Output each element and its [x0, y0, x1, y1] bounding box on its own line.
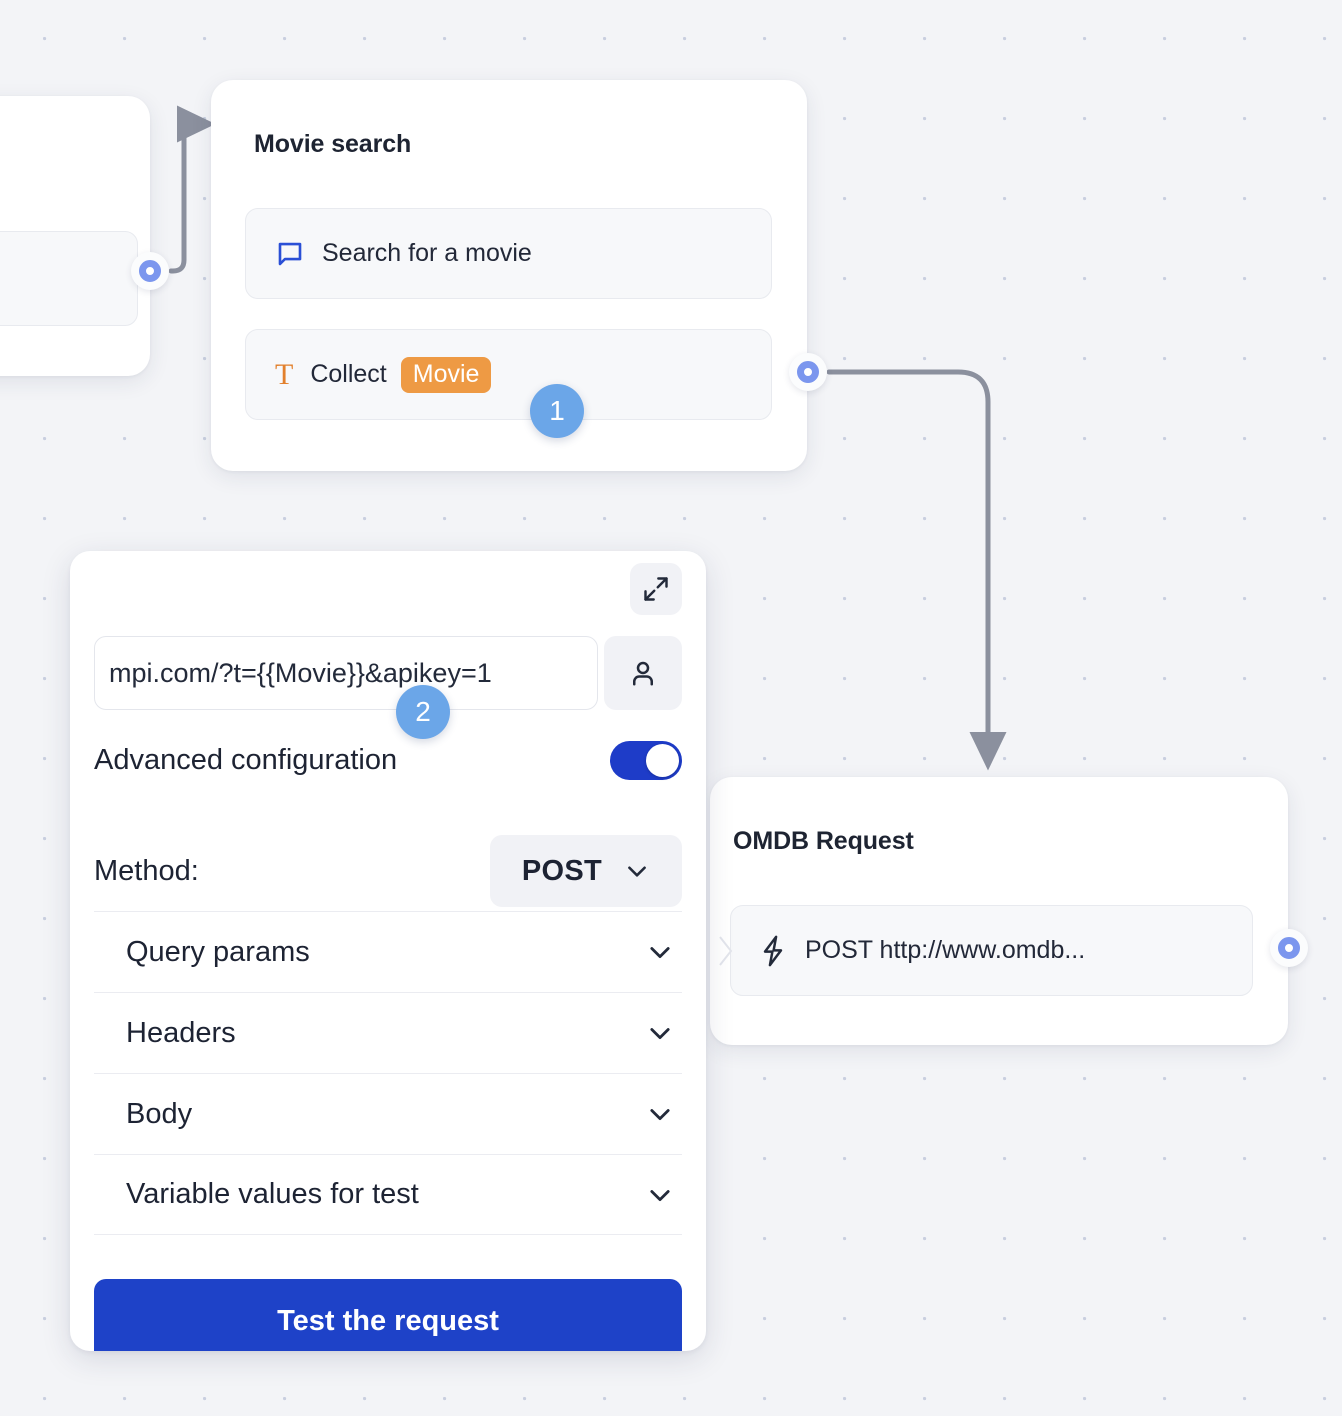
connection-port-omdb-output[interactable] [1270, 929, 1308, 967]
speech-bubble-icon [275, 239, 305, 269]
person-icon [633, 661, 653, 686]
node-row-label: Search for a movie [322, 239, 532, 267]
node-card-omdb-request[interactable]: OMDB Request POST http://www.omdb... [710, 777, 1288, 1045]
section-label: Query params [126, 935, 310, 968]
node-card-movie-search[interactable]: Movie search Search for a movie T Collec… [211, 80, 807, 471]
section-body[interactable]: Body [94, 1073, 682, 1154]
node-row-post-request[interactable]: POST http://www.omdb... [719, 905, 1253, 996]
request-url-input[interactable] [94, 636, 598, 710]
node-row-partial[interactable] [0, 231, 138, 326]
url-row [94, 636, 682, 710]
section-headers[interactable]: Headers [94, 992, 682, 1073]
node-title-movie-search: Movie search [254, 130, 412, 158]
lightning-bolt-icon [758, 935, 788, 967]
annotation-badge-1: 1 [530, 384, 584, 438]
node-row-search-for-a-movie[interactable]: Search for a movie [245, 208, 772, 299]
method-label: Method: [94, 854, 199, 887]
edge-left-to-movie [168, 105, 216, 274]
toggle-knob [646, 744, 679, 777]
method-select[interactable]: POST [490, 835, 682, 907]
expand-diagonal-icon [644, 577, 668, 601]
node-row-label: POST http://www.omdb... [805, 936, 1086, 964]
advanced-configuration-toggle[interactable] [610, 741, 682, 780]
node-row-label: Collect [310, 360, 387, 388]
connection-port-movie-search-output[interactable] [789, 353, 827, 391]
chevron-down-icon [650, 1028, 670, 1040]
section-variable-values-for-test[interactable]: Variable values for test [94, 1154, 682, 1235]
section-label: Body [126, 1097, 193, 1130]
node-card-partial[interactable] [0, 96, 150, 376]
annotation-badge-2: 2 [396, 685, 450, 739]
node-row-collect-movie[interactable]: T Collect Movie [245, 329, 772, 420]
request-configuration-panel[interactable]: Advanced configuration Method: POST Quer… [70, 551, 706, 1351]
section-query-params[interactable]: Query params [94, 911, 682, 992]
row-input-notch-icon [719, 935, 732, 966]
advanced-configuration-label: Advanced configuration [94, 744, 398, 776]
method-row: Method: POST [94, 835, 682, 907]
node-title-omdb-request: OMDB Request [733, 827, 914, 855]
chevron-down-icon [650, 947, 670, 959]
variable-chip-movie[interactable]: Movie [400, 356, 492, 393]
authorization-button[interactable] [604, 636, 682, 710]
text-variable-icon: T [275, 357, 294, 391]
advanced-configuration-row: Advanced configuration [94, 741, 682, 780]
chevron-down-icon [650, 1109, 670, 1121]
section-label: Variable values for test [126, 1178, 419, 1210]
configuration-sections: Query params Headers Body Variable value… [94, 911, 682, 1235]
method-value: POST [521, 854, 603, 887]
connection-port-left-node[interactable] [131, 252, 169, 290]
section-label: Headers [126, 1016, 236, 1049]
edge-movie-to-omdb [826, 369, 1007, 771]
expand-panel-button[interactable] [630, 563, 682, 615]
chevron-down-icon [650, 1189, 670, 1201]
test-the-request-button[interactable]: Test the request [94, 1279, 682, 1351]
chevron-down-icon [628, 866, 646, 877]
